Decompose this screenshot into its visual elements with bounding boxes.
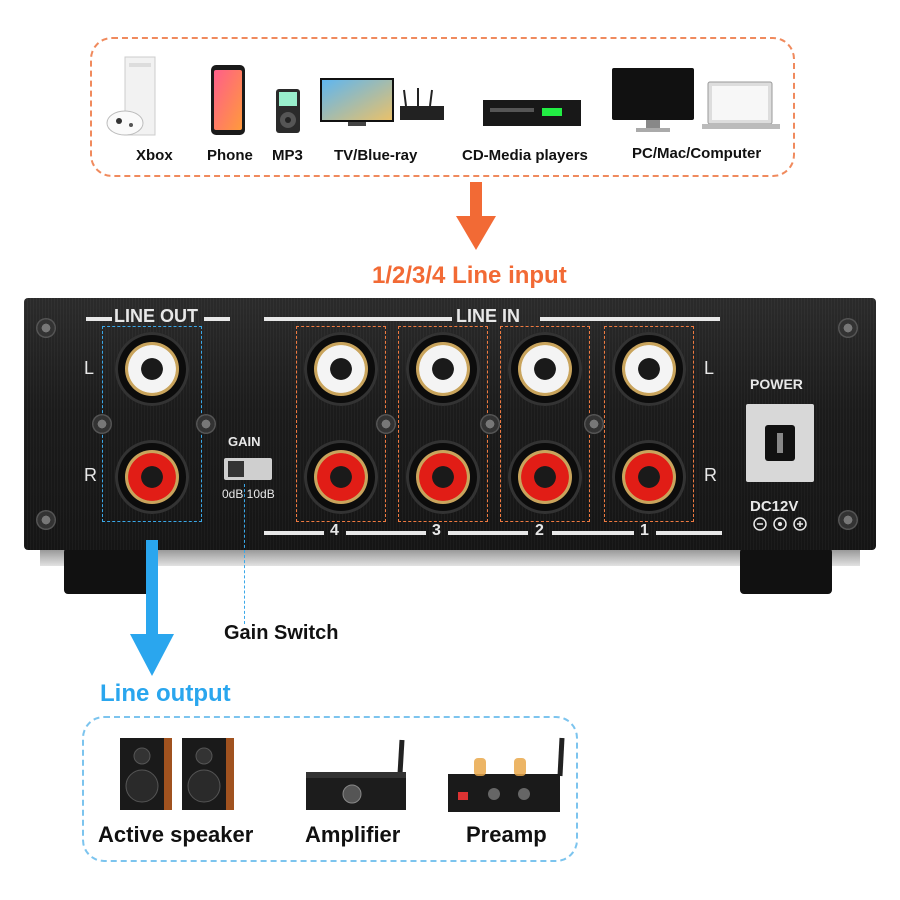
- source-label-phone: Phone: [207, 147, 253, 164]
- line-out-label: LINE OUT: [114, 306, 198, 326]
- silk-line: [448, 531, 528, 535]
- screw-icon: [36, 510, 56, 530]
- screw-icon: [838, 510, 858, 530]
- line-out-left-jack[interactable]: [115, 332, 189, 406]
- gain-callout-line: [244, 484, 245, 624]
- line-in-3-left-jack[interactable]: [406, 332, 480, 406]
- channel-number-1: 1: [640, 522, 649, 539]
- power-label: POWER: [750, 376, 803, 392]
- silk-line: [86, 317, 112, 321]
- dc-label: DC12V: [750, 498, 799, 515]
- line-in-2-left-jack[interactable]: [508, 332, 582, 406]
- silk-line: [264, 317, 452, 321]
- line-in-3-right-jack[interactable]: [406, 440, 480, 514]
- screw-icon: [196, 414, 216, 434]
- line-in-label: LINE IN: [456, 306, 521, 326]
- source-label-tv: TV/Blue-ray: [334, 147, 418, 164]
- output-label-preamp: Preamp: [466, 822, 547, 847]
- source-label-xbox: Xbox: [136, 147, 173, 164]
- preamp-icon: [448, 737, 565, 812]
- output-arrow-icon: [130, 540, 174, 676]
- output-devices-box: [82, 716, 578, 862]
- device-foot-left: [64, 548, 156, 594]
- channel-number-4: 4: [330, 522, 339, 539]
- source-label-pc: PC/Mac/Computer: [632, 145, 762, 162]
- right-channel-label: R: [704, 465, 717, 485]
- line-in-4-right-jack[interactable]: [304, 440, 378, 514]
- input-arrow-icon: [456, 182, 496, 250]
- power-jack[interactable]: [746, 404, 814, 482]
- right-channel-label: R: [84, 465, 97, 485]
- output-label-speaker: Active speaker: [98, 822, 254, 847]
- line-in-4-left-jack[interactable]: [304, 332, 378, 406]
- channel-number-3: 3: [432, 522, 441, 539]
- silk-line: [656, 531, 722, 535]
- left-channel-label: L: [704, 358, 715, 378]
- line-in-group-1: [604, 326, 694, 522]
- line-in-1-right-jack[interactable]: [612, 440, 686, 514]
- channel-number-2: 2: [535, 522, 544, 539]
- silk-line: [204, 317, 230, 321]
- silk-line: [264, 531, 324, 535]
- speaker-icon: [120, 738, 234, 810]
- output-label-amplifier: Amplifier: [305, 822, 401, 847]
- gain-values-label: 0dB 10dB: [222, 487, 275, 501]
- silk-line: [552, 531, 634, 535]
- source-label-mp3: MP3: [272, 147, 303, 164]
- screw-icon: [838, 318, 858, 338]
- game-console-icon: [106, 56, 156, 136]
- silk-line: [346, 531, 426, 535]
- source-label-cd: CD-Media players: [462, 147, 588, 164]
- screw-icon: [480, 414, 500, 434]
- line-in-1-left-jack[interactable]: [612, 332, 686, 406]
- left-channel-label: L: [84, 358, 95, 378]
- line-output-heading: Line output: [100, 680, 231, 707]
- gain-switch-knob: [228, 461, 244, 477]
- polarity-icon: [753, 517, 807, 531]
- mp3-player-icon: [276, 89, 300, 133]
- gain-switch[interactable]: [224, 458, 272, 480]
- source-devices-box: [90, 37, 795, 177]
- line-input-heading: 1/2/3/4 Line input: [372, 262, 567, 289]
- screw-icon: [92, 414, 112, 434]
- line-in-2-right-jack[interactable]: [508, 440, 582, 514]
- screw-icon: [36, 318, 56, 338]
- screw-icon: [584, 414, 604, 434]
- device-foot-right: [740, 548, 832, 594]
- gain-label: GAIN: [228, 434, 261, 449]
- phone-icon: [211, 65, 245, 135]
- device-shadow: [40, 550, 860, 566]
- screw-icon: [376, 414, 396, 434]
- line-out-right-jack[interactable]: [115, 440, 189, 514]
- gain-switch-label: Gain Switch: [224, 622, 339, 644]
- computer-laptop-icon: [612, 68, 780, 132]
- cd-player-icon: [483, 100, 581, 126]
- tv-router-icon: [320, 78, 444, 126]
- silk-line: [540, 317, 720, 321]
- amplifier-icon: [306, 739, 406, 810]
